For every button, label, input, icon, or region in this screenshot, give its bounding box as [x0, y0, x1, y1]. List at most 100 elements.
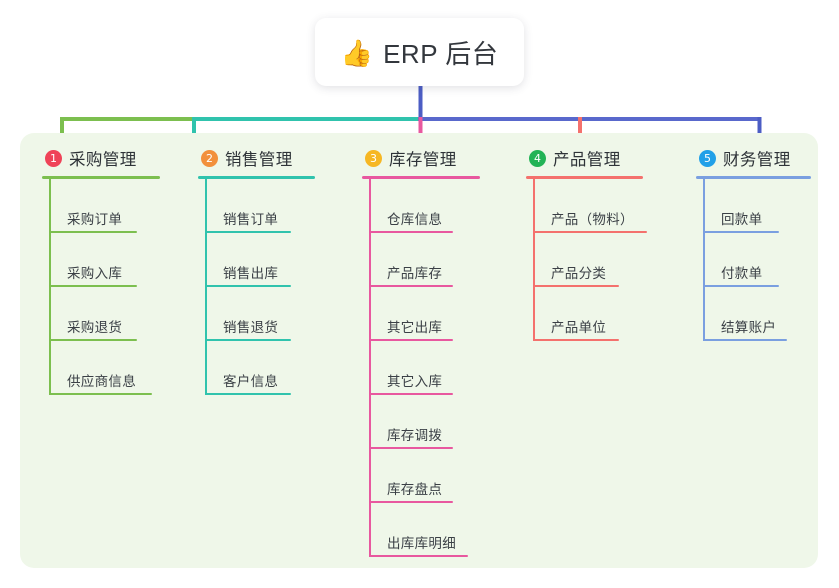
leaf-rule — [205, 339, 291, 341]
branch-body-4: 产品（物料） 产品分类产品单位 — [526, 179, 647, 341]
branch-column-2: 2 销售管理销售订单销售出库销售退货客户信息 — [198, 146, 315, 395]
leaf-label: 产品库存 — [387, 266, 443, 281]
leaf-node[interactable]: 产品（物料） — [533, 179, 647, 233]
leaf-label: 采购入库 — [67, 266, 123, 281]
branch-column-1: 1 采购管理采购订单采购入库采购退货供应商信息 — [42, 146, 160, 395]
leaf-label: 客户信息 — [223, 374, 279, 389]
branch-rule-1 — [42, 176, 160, 179]
leaf-rule — [49, 231, 137, 233]
leaf-label: 库存盘点 — [387, 482, 443, 497]
leaf-node[interactable]: 采购退货 — [49, 287, 160, 341]
branch-header-4[interactable]: 4 产品管理 — [526, 146, 643, 170]
branch-body-5: 回款单付款单结算账户 — [696, 179, 811, 341]
leaf-node[interactable]: 销售退货 — [205, 287, 315, 341]
leaf-label: 其它入库 — [387, 374, 443, 389]
leaf-rule — [369, 447, 453, 449]
leaf-node[interactable]: 产品分类 — [533, 233, 643, 287]
leaf-label: 结算账户 — [721, 320, 777, 335]
leaf-node[interactable]: 采购订单 — [49, 179, 160, 233]
root-node[interactable]: 👍 ERP 后台 — [315, 18, 524, 86]
branch-badge-2: 2 — [201, 149, 218, 167]
branch-badge-4: 4 — [529, 149, 546, 167]
branch-column-5: 5 财务管理回款单付款单结算账户 — [696, 146, 811, 341]
branch-title-3: 库存管理 — [389, 151, 457, 169]
leaf-label: 产品单位 — [551, 320, 607, 335]
branch-rule-3 — [362, 176, 480, 179]
leaf-node[interactable]: 出库库明细 — [369, 503, 480, 557]
leaf-label: 采购退货 — [67, 320, 123, 335]
leaf-label: 产品（物料） — [551, 212, 634, 227]
thumbs-up-icon: 👍 — [340, 38, 374, 68]
leaf-label: 采购订单 — [67, 212, 123, 227]
leaf-node[interactable]: 销售出库 — [205, 233, 315, 287]
leaf-rule — [533, 285, 619, 287]
leaf-rule — [49, 393, 152, 395]
branch-spine-5 — [703, 179, 705, 341]
branch-header-1[interactable]: 1 采购管理 — [42, 146, 160, 170]
leaf-label: 库存调拨 — [387, 428, 443, 443]
branch-rule-2 — [198, 176, 315, 179]
leaf-node[interactable]: 库存盘点 — [369, 449, 480, 503]
mindmap-canvas — [20, 133, 818, 568]
branch-badge-3: 3 — [365, 149, 382, 167]
leaf-rule — [205, 285, 291, 287]
leaf-rule — [49, 339, 137, 341]
leaf-node[interactable]: 付款单 — [703, 233, 811, 287]
branch-title-1: 采购管理 — [69, 151, 137, 169]
leaf-rule — [533, 231, 647, 233]
leaf-label: 出库库明细 — [387, 536, 456, 551]
leaf-rule — [533, 339, 619, 341]
leaf-label: 仓库信息 — [387, 212, 443, 227]
leaf-label: 回款单 — [721, 212, 763, 227]
leaf-node[interactable]: 销售订单 — [205, 179, 315, 233]
leaf-node[interactable]: 其它入库 — [369, 341, 480, 395]
branch-body-3: 仓库信息产品库存其它出库其它入库库存调拨库存盘点出库库明细 — [362, 179, 480, 557]
leaf-rule — [369, 285, 453, 287]
branch-header-2[interactable]: 2 销售管理 — [198, 146, 315, 170]
leaf-rule — [703, 339, 787, 341]
leaf-rule — [703, 285, 779, 287]
leaf-rule — [205, 231, 291, 233]
leaf-label: 供应商信息 — [67, 374, 136, 389]
leaf-label: 产品分类 — [551, 266, 607, 281]
branch-badge-1: 1 — [45, 149, 62, 167]
leaf-node[interactable]: 供应商信息 — [49, 341, 160, 395]
leaf-label: 销售出库 — [223, 266, 279, 281]
leaf-rule — [369, 555, 468, 557]
leaf-node[interactable]: 回款单 — [703, 179, 811, 233]
leaf-label: 销售订单 — [223, 212, 279, 227]
leaf-label: 销售退货 — [223, 320, 279, 335]
branch-spine-2 — [205, 179, 207, 395]
branch-body-2: 销售订单销售出库销售退货客户信息 — [198, 179, 315, 395]
leaf-rule — [369, 393, 453, 395]
leaf-node[interactable]: 其它出库 — [369, 287, 480, 341]
branch-spine-3 — [369, 179, 371, 557]
leaf-node[interactable]: 仓库信息 — [369, 179, 480, 233]
leaf-node[interactable]: 库存调拨 — [369, 395, 480, 449]
branch-header-5[interactable]: 5 财务管理 — [696, 146, 811, 170]
leaf-label: 付款单 — [721, 266, 763, 281]
leaf-node[interactable]: 产品库存 — [369, 233, 480, 287]
leaf-node[interactable]: 结算账户 — [703, 287, 811, 341]
root-title: ERP 后台 — [383, 38, 499, 69]
branch-spine-1 — [49, 179, 51, 395]
leaf-node[interactable]: 采购入库 — [49, 233, 160, 287]
branch-title-4: 产品管理 — [553, 151, 621, 169]
branch-header-3[interactable]: 3 库存管理 — [362, 146, 480, 170]
branch-column-3: 3 库存管理仓库信息产品库存其它出库其它入库库存调拨库存盘点出库库明细 — [362, 146, 480, 557]
leaf-rule — [49, 285, 137, 287]
leaf-rule — [703, 231, 779, 233]
leaf-rule — [369, 501, 453, 503]
leaf-rule — [205, 393, 291, 395]
branch-column-4: 4 产品管理产品（物料） 产品分类产品单位 — [526, 146, 647, 341]
branch-title-5: 财务管理 — [723, 151, 791, 169]
leaf-node[interactable]: 产品单位 — [533, 287, 643, 341]
branch-badge-5: 5 — [699, 149, 716, 167]
leaf-label: 其它出库 — [387, 320, 443, 335]
leaf-rule — [369, 339, 453, 341]
branch-body-1: 采购订单采购入库采购退货供应商信息 — [42, 179, 160, 395]
leaf-rule — [369, 231, 453, 233]
leaf-node[interactable]: 客户信息 — [205, 341, 315, 395]
branch-rule-4 — [526, 176, 643, 179]
branch-title-2: 销售管理 — [225, 151, 293, 169]
